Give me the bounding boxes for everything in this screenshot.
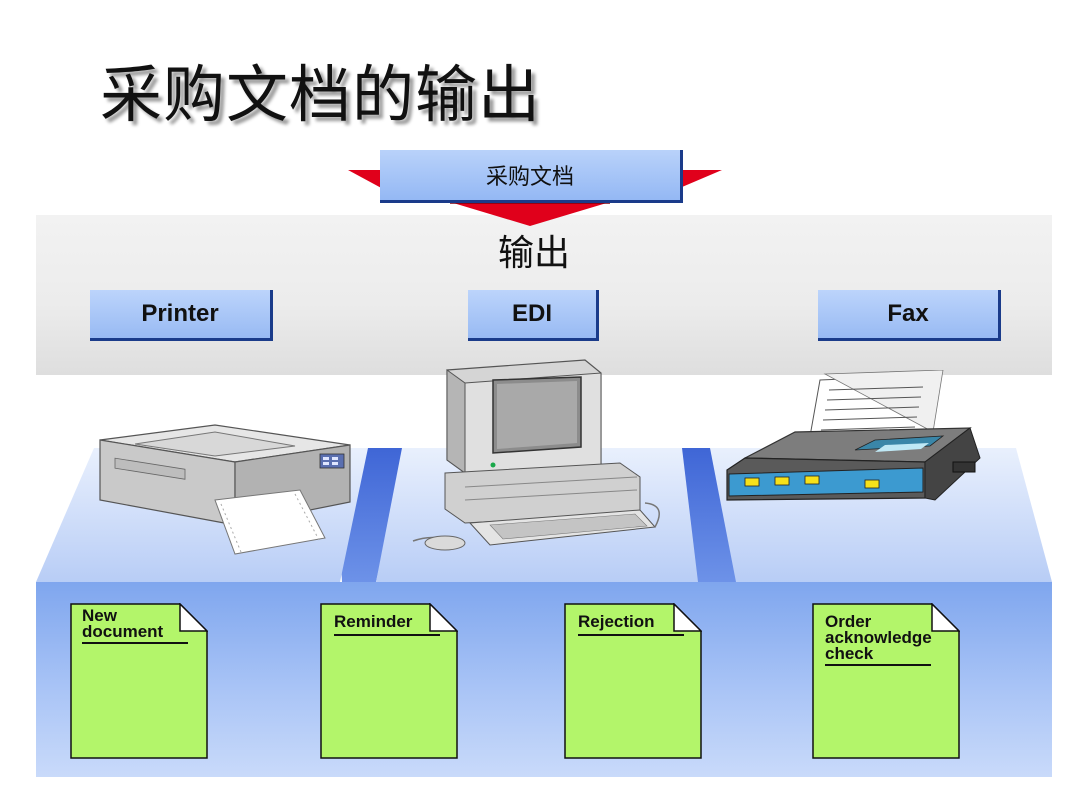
note-shape — [812, 602, 961, 759]
document-note-reminder: Reminder — [320, 602, 459, 763]
computer-icon — [412, 359, 660, 551]
document-note-rejection: Rejection — [564, 602, 703, 763]
document-note-new: New document — [70, 602, 209, 763]
channel-printer: Printer — [90, 290, 273, 341]
note-line-1: Rejection — [578, 612, 655, 631]
printer-icon — [99, 424, 351, 555]
page-title: 采购文档的输出 — [100, 58, 542, 131]
left-arrow-wing — [348, 170, 385, 190]
note-line-1: Order — [825, 612, 872, 631]
note-line-1: New — [82, 606, 117, 625]
note-line-1: Reminder — [334, 612, 413, 631]
down-arrow — [450, 202, 610, 226]
note-line-2: acknowledge — [825, 628, 932, 647]
channel-fax: Fax — [818, 290, 1001, 341]
channel-fax-label: Fax — [887, 300, 929, 327]
arrow-graphic — [348, 170, 722, 226]
output-label: 输出 — [498, 233, 571, 274]
channel-edi: EDI — [468, 290, 599, 341]
note-line-2: document — [82, 622, 164, 641]
note-shape — [564, 602, 703, 759]
note-shape — [320, 602, 459, 759]
purchasing-document-box: 采购文档 — [380, 150, 683, 203]
fax-icon — [726, 370, 981, 501]
channel-printer-label: Printer — [141, 300, 219, 327]
note-line-3: check — [825, 644, 874, 663]
document-note-order-ack: Order acknowledge check — [812, 602, 961, 763]
purchasing-document-label: 采购文档 — [485, 165, 574, 190]
channel-edi-label: EDI — [511, 300, 552, 327]
right-arrow-wing — [675, 170, 722, 190]
